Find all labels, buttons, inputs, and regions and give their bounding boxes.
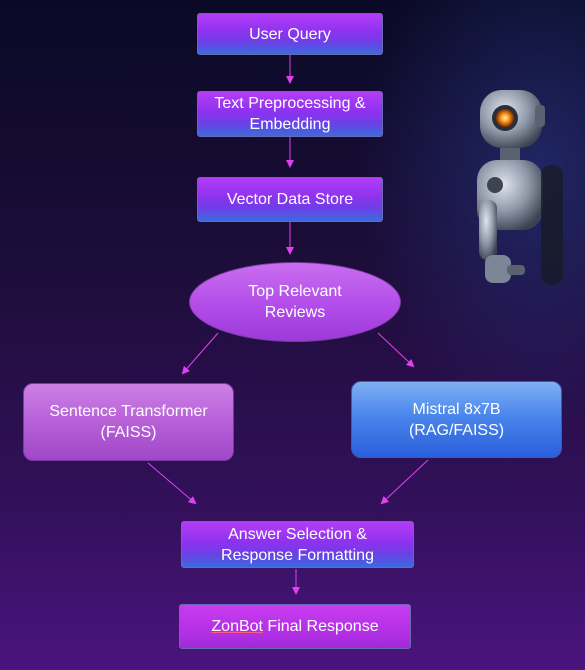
node-text-preprocessing: Text Preprocessing & Embedding: [197, 91, 383, 137]
node-top-reviews-label: Top Relevant Reviews: [248, 283, 342, 321]
robot-illustration: [477, 90, 563, 285]
node-sentence-transformer-label: Sentence Transformer (FAISS): [49, 403, 208, 441]
node-vector-store-label: Vector Data Store: [226, 191, 354, 208]
final-response-rest: Final Response: [262, 618, 379, 635]
arrow-sentence-transformer-to-answer: [147, 462, 197, 505]
node-sentence-transformer: Sentence Transformer (FAISS): [23, 383, 234, 461]
arrow-reviews-to-sentence-transformer: [181, 332, 219, 375]
node-final-response: ZonBot Final Response: [179, 604, 411, 649]
final-response-product-name: ZonBot: [211, 618, 263, 635]
node-final-response-label: ZonBot Final Response: [211, 616, 378, 637]
node-user-query: User Query: [197, 13, 383, 55]
node-top-reviews: Top Relevant Reviews: [189, 262, 401, 342]
node-mistral: Mistral 8x7B (RAG/FAISS): [351, 381, 562, 458]
node-user-query-label: User Query: [249, 25, 331, 43]
node-mistral-label: Mistral 8x7B (RAG/FAISS): [408, 400, 505, 439]
node-text-preprocessing-label: Text Preprocessing & Embedding: [214, 95, 366, 133]
node-answer-selection: Answer Selection & Response Formatting: [181, 521, 414, 568]
node-vector-store: Vector Data Store: [197, 177, 383, 222]
arrow-reviews-to-mistral: [377, 332, 415, 368]
node-answer-selection-label: Answer Selection & Response Formatting: [221, 525, 374, 564]
arrow-mistral-to-answer: [380, 459, 429, 505]
